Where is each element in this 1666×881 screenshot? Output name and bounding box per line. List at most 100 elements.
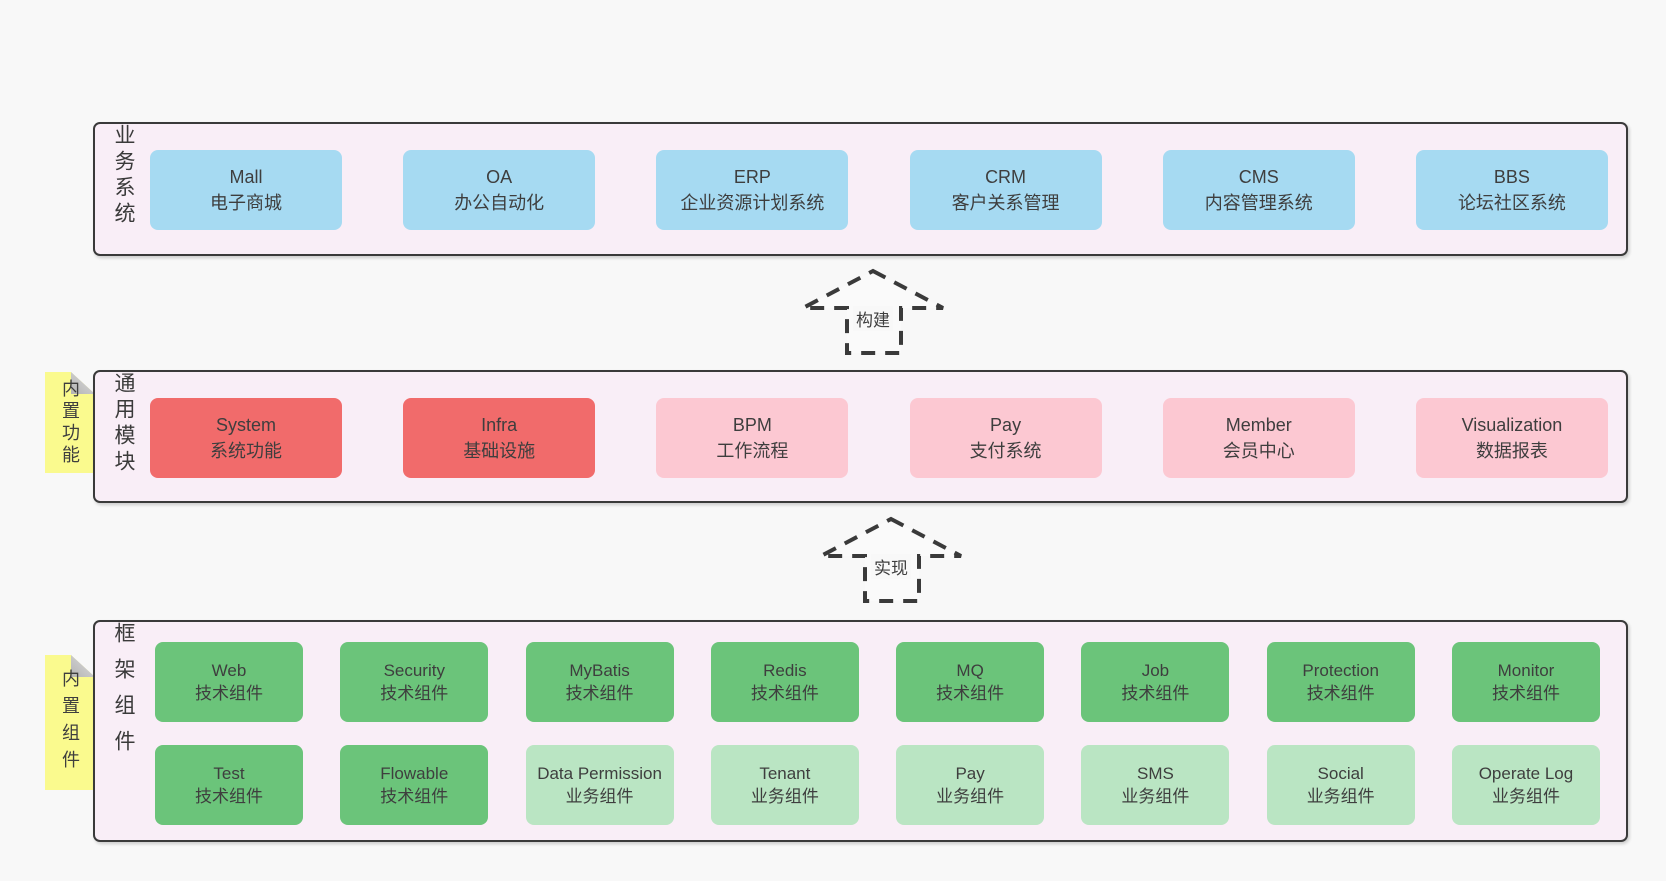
box-oa: OA 办公自动化 — [403, 150, 596, 230]
box-subtitle: 技术组件 — [380, 787, 449, 806]
box-subtitle: 业务组件 — [936, 787, 1005, 806]
box-title: Infra — [481, 415, 518, 435]
box-bpm: BPM 工作流程 — [656, 398, 849, 478]
band-label-common-modules: 通用模块 — [112, 372, 135, 476]
box-title: System — [215, 415, 276, 435]
box-subtitle: 支付系统 — [969, 441, 1042, 461]
box-monitor: Monitor 技术组件 — [1451, 642, 1600, 722]
box-security: Security 技术组件 — [340, 642, 489, 722]
box-pay-module: Pay 支付系统 — [909, 398, 1102, 478]
box-title: Pay — [990, 415, 1022, 435]
box-title: Protection — [1302, 661, 1379, 680]
box-subtitle: 业务组件 — [565, 787, 634, 806]
box-redis: Redis 技术组件 — [710, 642, 859, 722]
box-row: Test 技术组件 Flowable 技术组件 Data Permission 业务组… — [155, 745, 1600, 825]
box-subtitle: 内容管理系统 — [1204, 193, 1313, 213]
box-mq: MQ 技术组件 — [896, 642, 1045, 722]
box-subtitle: 系统功能 — [210, 441, 282, 461]
box-subtitle: 基础设施 — [463, 441, 536, 461]
box-mybatis: MyBatis 技术组件 — [525, 642, 674, 722]
box-title: Security — [383, 661, 445, 680]
box-web: Web 技术组件 — [155, 642, 303, 722]
box-cms: CMS 内容管理系统 — [1162, 150, 1355, 230]
box-subtitle: 业务组件 — [1306, 787, 1375, 806]
sticky-text: 内置组件 — [60, 668, 80, 777]
box-subtitle: 会员中心 — [1222, 441, 1295, 461]
box-test: Test 技术组件 — [155, 745, 303, 825]
box-visualization: Visualization 数据报表 — [1415, 398, 1608, 478]
box-title: ERP — [733, 167, 771, 187]
box-subtitle: 业务组件 — [1491, 787, 1560, 806]
box-subtitle: 业务组件 — [1121, 787, 1190, 806]
box-row: System 系统功能 Infra 基础设施 BPM 工作流程 Pay 支付系统 Mem… — [150, 398, 1608, 478]
box-pay-component: Pay 业务组件 — [896, 745, 1045, 825]
box-title: CRM — [985, 167, 1027, 187]
box-title: Social — [1317, 764, 1364, 783]
box-erp: ERP 企业资源计划系统 — [656, 150, 849, 230]
arrow-build: 构建 — [800, 268, 946, 356]
sticky-note-built-in-features: 内置功能 — [45, 372, 95, 473]
box-title: Test — [213, 764, 245, 783]
box-subtitle: 工作流程 — [716, 441, 789, 461]
sticky-text: 内置功能 — [60, 378, 80, 467]
box-subtitle: 技术组件 — [1491, 684, 1560, 703]
box-title: Web — [211, 661, 247, 680]
box-subtitle: 技术组件 — [380, 684, 449, 703]
box-subtitle: 企业资源计划系统 — [680, 193, 825, 213]
box-bbs: BBS 论坛社区系统 — [1415, 150, 1608, 230]
box-title: SMS — [1136, 764, 1174, 783]
box-title: CMS — [1238, 167, 1279, 187]
box-title: Member — [1225, 415, 1292, 435]
arrow-implement: 实现 — [818, 516, 964, 604]
band-framework-components: 框架组件 Web 技术组件 Security 技术组件 MyBatis 技术组件 Re… — [93, 620, 1628, 842]
box-title: Flowable — [380, 764, 449, 783]
box-protection: Protection 技术组件 — [1266, 642, 1415, 722]
box-subtitle: 技术组件 — [936, 684, 1005, 703]
band-label-business-systems: 业务系统 — [112, 124, 135, 228]
box-row: Web 技术组件 Security 技术组件 MyBatis 技术组件 Redis 技术… — [155, 642, 1600, 722]
box-title: Redis — [763, 661, 807, 680]
box-title: Pay — [955, 764, 985, 783]
band-common-modules: 通用模块 System 系统功能 Infra 基础设施 BPM 工作流程 Pay 支付系… — [93, 370, 1628, 503]
box-subtitle: 业务组件 — [750, 787, 819, 806]
box-infra: Infra 基础设施 — [403, 398, 596, 478]
box-title: Data Permission — [537, 764, 662, 783]
box-data-permission: Data Permission 业务组件 — [525, 745, 674, 825]
box-title: Monitor — [1497, 661, 1555, 680]
box-subtitle: 办公自动化 — [454, 193, 545, 213]
box-flowable: Flowable 技术组件 — [340, 745, 489, 825]
box-subtitle: 技术组件 — [565, 684, 634, 703]
box-title: MQ — [956, 661, 984, 680]
band-label-framework-components: 框架组件 — [112, 622, 135, 766]
box-subtitle: 数据报表 — [1475, 441, 1548, 461]
box-title: Tenant — [759, 764, 811, 783]
arrow-label: 实现 — [871, 554, 911, 579]
box-system: System 系统功能 — [150, 398, 342, 478]
box-member: Member 会员中心 — [1162, 398, 1355, 478]
box-subtitle: 技术组件 — [195, 787, 263, 806]
box-title: BPM — [732, 415, 772, 435]
arrow-label: 构建 — [853, 306, 893, 331]
box-title: OA — [486, 167, 513, 187]
box-social: Social 业务组件 — [1266, 745, 1415, 825]
box-subtitle: 技术组件 — [1306, 684, 1375, 703]
box-subtitle: 技术组件 — [750, 684, 819, 703]
box-subtitle: 论坛社区系统 — [1457, 193, 1566, 213]
box-title: Mall — [229, 167, 263, 187]
sticky-note-built-in-components: 内置组件 — [45, 655, 95, 790]
box-sms: SMS 业务组件 — [1081, 745, 1230, 825]
box-subtitle: 电子商城 — [210, 193, 282, 213]
box-title: Operate Log — [1478, 764, 1574, 783]
box-subtitle: 技术组件 — [195, 684, 263, 703]
box-title: BBS — [1493, 167, 1530, 187]
box-mall: Mall 电子商城 — [150, 150, 342, 230]
box-tenant: Tenant 业务组件 — [710, 745, 859, 825]
box-title: MyBatis — [569, 661, 630, 680]
box-subtitle: 技术组件 — [1121, 684, 1190, 703]
box-title: Visualization — [1461, 415, 1563, 435]
